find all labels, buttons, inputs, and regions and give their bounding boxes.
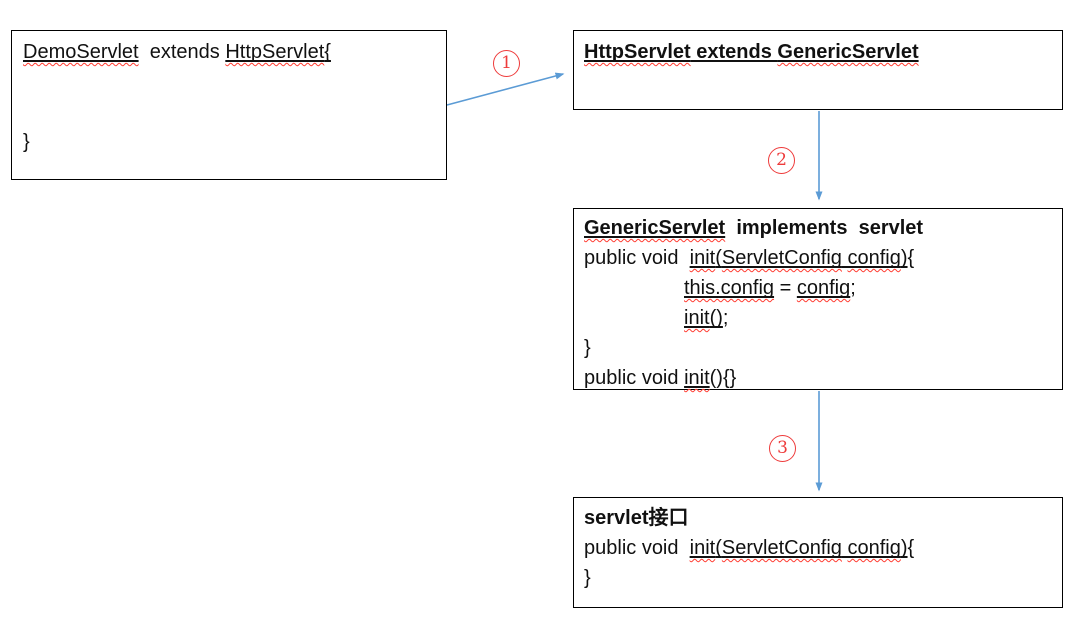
code-line: servlet接口 xyxy=(584,507,689,529)
box-generic-servlet: GenericServlet implements servlet public … xyxy=(573,208,1063,390)
code-line: DemoServlet extends HttpServlet{ xyxy=(23,41,331,63)
code-line: } xyxy=(584,567,591,589)
code-line: public void init(){} xyxy=(584,367,737,389)
code-line: public void init(ServletConfig config){ xyxy=(584,247,915,269)
code-line: public void init(ServletConfig config){ xyxy=(584,537,915,559)
code-line: GenericServlet implements servlet xyxy=(584,217,924,239)
code-line xyxy=(23,97,435,127)
step-badge-3: 3 xyxy=(769,435,796,462)
code-line: this.config = config; xyxy=(684,277,856,299)
arrow-step-1 xyxy=(446,72,565,106)
code-line: HttpServlet extends GenericServlet xyxy=(584,41,919,63)
box-demo-servlet: DemoServlet extends HttpServlet{} xyxy=(11,30,447,180)
box-servlet-interface: servlet接口 public void init(ServletConfig … xyxy=(573,497,1063,608)
step-badge-1: 1 xyxy=(493,50,520,77)
code-line: } xyxy=(584,337,591,359)
step-badge-2: 2 xyxy=(768,147,795,174)
code-line xyxy=(23,67,435,97)
code-line: init(); xyxy=(684,307,729,329)
code-line: } xyxy=(23,131,30,153)
box-http-servlet: HttpServlet extends GenericServlet xyxy=(573,30,1063,110)
